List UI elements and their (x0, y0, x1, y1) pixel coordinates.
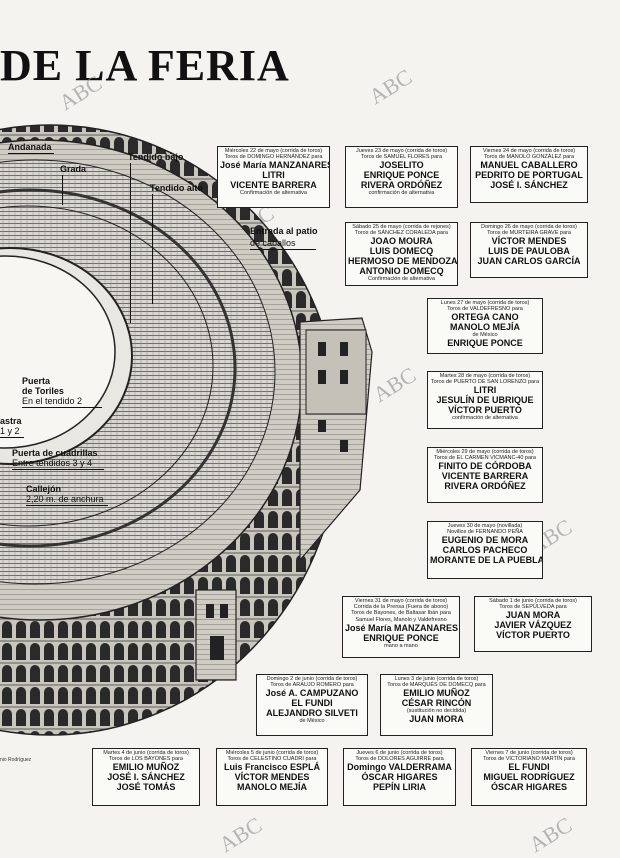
cartel-note: (sustitución no decidida) (406, 708, 467, 715)
cartel-names: ENRIQUE PONCE (447, 338, 523, 349)
cartel-note: confirmación de alternativa (368, 190, 435, 197)
cartel-box: Sábado 1 de junio (corrida de toros)Toro… (474, 596, 592, 652)
label-callejon-l2: 2,20 m. de anchura (26, 494, 104, 504)
cartel-header: Lunes 27 de mayo (corrida de toros)Toros… (440, 300, 530, 313)
cartel-header: Sábado 25 de mayo (corrida de rejones)To… (352, 224, 451, 237)
cartel-header: Miércoles 29 de mayo (corrida de toros)T… (434, 449, 536, 462)
label-entrada-l2: de caballos (250, 238, 296, 248)
cartel-box: Jueves 23 de mayo (corrida de toros)Toro… (345, 146, 458, 208)
leader-line (130, 163, 131, 323)
leader-line (250, 249, 316, 250)
cartel-note: mano a mano (384, 642, 418, 649)
patio-de-caballos (299, 317, 373, 562)
cartel-box: Miércoles 29 de mayo (corrida de toros)T… (427, 447, 543, 503)
leader-line (152, 194, 153, 304)
cartel-header: Jueves 23 de mayo (corrida de toros)Toro… (355, 148, 448, 161)
cartel-box: Miércoles 5 de junio (corrida de toros)T… (216, 748, 328, 806)
cartel-header: Lunes 3 de junio (corrida de toros)Toros… (387, 676, 486, 689)
leader-line (26, 505, 108, 506)
cartel-note: confirmación de alternativa (452, 415, 518, 422)
cartel-box: Domingo 2 de junio (corrida de toros)Tor… (256, 674, 368, 736)
label-toriles-l1: Puerta (22, 376, 51, 386)
label-maestra-l1: astra (0, 416, 22, 426)
cartel-note: Confirmación de alternativa (240, 190, 307, 197)
leader-line (62, 175, 63, 205)
cartel-header: Jueves 30 de mayo (novillada)Novillos de… (447, 523, 523, 536)
label-cuadrillas-l2: Entre tendidos 3 y 4 (12, 458, 93, 468)
label-callejon-l1: Callejón (26, 484, 62, 494)
cartel-box: Viernes 7 de junio (corrida de toros)Tor… (471, 748, 587, 806)
cartel-header: Viernes 24 de mayo (corrida de toros)Tor… (482, 148, 576, 161)
cartel-box: Martes 28 de mayo (corrida de toros)Toro… (427, 371, 543, 429)
cartel-names: JUAN MORA (409, 714, 464, 725)
cartel-header: Jueves 6 de junio (corrida de toros)Toro… (355, 750, 444, 763)
label-tendido-bajo: Tendido bajo (128, 152, 184, 162)
leader-line (0, 437, 24, 438)
cartel-header: Domingo 2 de junio (corrida de toros)Tor… (266, 676, 358, 689)
cartel-box: Miércoles 22 de mayo (corrida de toros)T… (217, 146, 330, 208)
cartel-box: Viernes 24 de mayo (corrida de toros)Tor… (470, 146, 588, 203)
cartel-box: Sábado 25 de mayo (corrida de rejones)To… (345, 222, 458, 286)
cartel-header: Domingo 26 de mayo (corrida de toros)Tor… (481, 224, 577, 237)
label-entrada-l1: Entrada al patio (250, 226, 318, 236)
cartel-header: Miércoles 5 de junio (corrida de toros)T… (225, 750, 319, 763)
cartel-box: Viernes 31 de mayo (corrida de toros)Cor… (342, 596, 460, 658)
cartel-header: Martes 4 de junio (corrida de toros)Toro… (103, 750, 189, 763)
label-toriles-l3: En el tendido 2 (22, 396, 83, 406)
plaza-ruedo (0, 255, 116, 449)
label-maestra-l2: 1 y 2 (0, 426, 20, 436)
cartel-note: de México (472, 332, 498, 339)
label-andanada: Andanada (8, 142, 52, 152)
leader-line (22, 407, 102, 408)
cartel-box: Jueves 30 de mayo (novillada)Novillos de… (427, 521, 543, 579)
cartel-note: de México (299, 718, 325, 725)
cartel-header: Sábado 1 de junio (corrida de toros)Toro… (489, 598, 577, 611)
cartel-note: Confirmación de alternativa (368, 276, 435, 283)
cartel-box: Jueves 6 de junio (corrida de toros)Toro… (343, 748, 456, 806)
cartel-header: Viernes 31 de mayo (corrida de toros)Cor… (351, 598, 451, 623)
leader-line (12, 469, 104, 470)
cartel-box: Lunes 27 de mayo (corrida de toros)Toros… (427, 298, 543, 354)
entrance-tower (195, 589, 237, 681)
label-tendido-alto: Tendido alto (150, 183, 203, 193)
page-title: DE LA FERIA (0, 41, 290, 90)
cartel-box: Lunes 3 de junio (corrida de toros)Toros… (380, 674, 493, 736)
cartel-header: Viernes 7 de junio (corrida de toros)Tor… (483, 750, 575, 763)
label-grada: Grada (60, 164, 87, 174)
cartel-header: Martes 28 de mayo (corrida de toros)Toro… (431, 373, 539, 386)
cartel-box: Domingo 26 de mayo (corrida de toros)Tor… (470, 222, 588, 278)
label-toriles-l2: de Toriles (22, 386, 64, 396)
illustration-credit: nio Rodríguez (0, 757, 32, 763)
cartel-box: Martes 4 de junio (corrida de toros)Toro… (92, 748, 200, 806)
label-cuadrillas-l1: Puerta de cuadrillas (12, 448, 98, 458)
leader-line (8, 153, 54, 154)
cartel-header: Miércoles 22 de mayo (corrida de toros)T… (224, 148, 323, 161)
